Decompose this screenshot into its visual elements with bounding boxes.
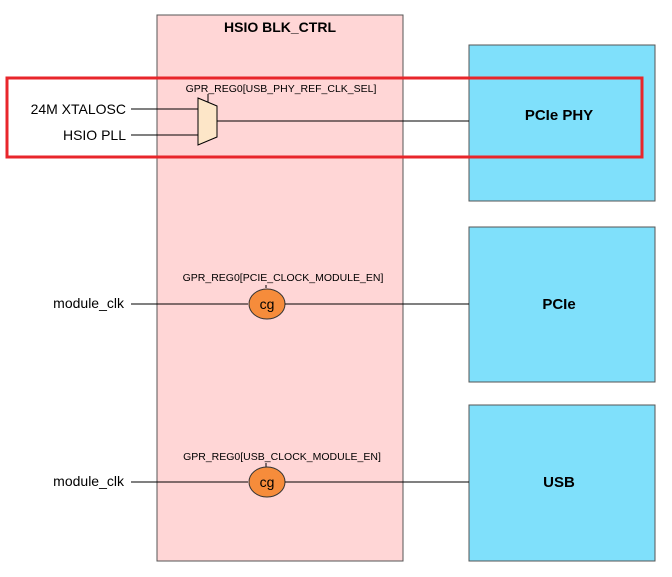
phy-ref-sel-register-label: GPR_REG0[USB_PHY_REF_CLK_SEL] <box>186 83 377 95</box>
input-label-24m-xtalosc: 24M XTALOSC <box>31 101 126 117</box>
usb-input-label: module_clk <box>53 473 125 489</box>
pcie-clock-gate-label: cg <box>260 296 275 312</box>
pcie-label: PCIe <box>542 296 575 313</box>
usb-clock-gate-label: cg <box>260 474 275 490</box>
pcie-block <box>468 226 656 383</box>
input-label-hsio-pll: HSIO PLL <box>63 127 126 143</box>
blk-ctrl-title: HSIO BLK_CTRL <box>224 19 336 35</box>
clock-mux <box>197 97 218 146</box>
pcie-input-label: module_clk <box>53 295 125 311</box>
pcie-clock-en-register-label: GPR_REG0[PCIE_CLOCK_MODULE_EN] <box>183 272 384 284</box>
usb-clock-en-register-label: GPR_REG0[USB_CLOCK_MODULE_EN] <box>183 451 381 463</box>
usb-label: USB <box>543 474 575 491</box>
usb-block <box>468 404 656 562</box>
highlight-box <box>5 76 644 159</box>
pcie-phy-block <box>468 44 656 202</box>
pcie-phy-label: PCIe PHY <box>525 107 593 124</box>
